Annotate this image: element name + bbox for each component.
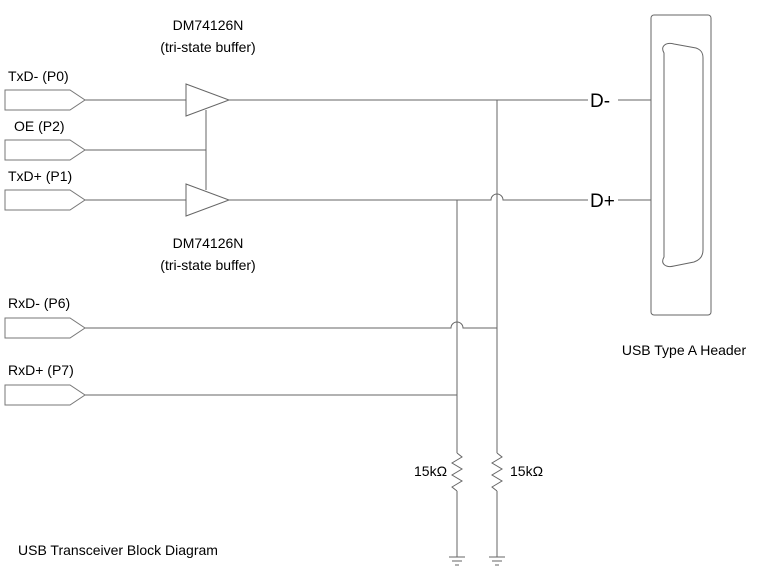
usb-header-label: USB Type A Header: [622, 342, 747, 358]
port-txd-minus: [4, 89, 86, 111]
diagram-title: USB Transceiver Block Diagram: [18, 542, 218, 558]
port-label-rxd-minus: RxD- (P6): [8, 295, 70, 311]
ground-left-icon: [449, 556, 465, 566]
port-label-oe: OE (P2): [14, 118, 65, 134]
resistor-left: [451, 452, 463, 492]
port-txd-plus: [4, 189, 86, 211]
port-oe: [4, 139, 86, 161]
port-rxd-plus: [4, 384, 86, 406]
buffer-bottom-part: DM74126N: [173, 235, 244, 251]
wire-rxd-minus: [85, 321, 497, 329]
label-dminus: D-: [590, 91, 610, 112]
port-label-txd-minus: TxD- (P0): [8, 68, 69, 84]
port-rxd-minus: [4, 317, 86, 339]
buffer-top-part: DM74126N: [173, 17, 244, 33]
label-dplus: D+: [590, 191, 615, 212]
resistor-right: [491, 452, 503, 492]
buffer-bottom: [185, 183, 231, 217]
port-label-rxd-plus: RxD+ (P7): [8, 362, 74, 378]
resistor-left-value: 15kΩ: [414, 463, 447, 479]
port-label-txd-plus: TxD+ (P1): [8, 168, 72, 184]
ground-right-icon: [489, 556, 505, 566]
buffer-bottom-desc: (tri-state buffer): [160, 257, 255, 273]
usb-header-body: [650, 14, 712, 316]
wire-dplus: [229, 193, 588, 201]
buffer-top-desc: (tri-state buffer): [160, 39, 255, 55]
buffer-top: [185, 83, 231, 117]
usb-header-connector: [662, 43, 704, 267]
resistor-right-value: 15kΩ: [510, 463, 543, 479]
